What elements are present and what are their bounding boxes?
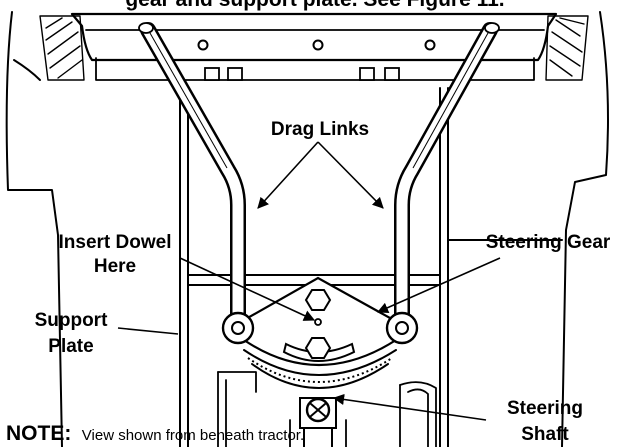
ball-joint-left	[221, 311, 255, 345]
label-steering-gear: Steering Gear	[486, 232, 611, 253]
steering-gear	[228, 276, 410, 389]
steering-shaft-pinion	[299, 397, 337, 447]
label-steering-shaft: Steering	[507, 398, 583, 419]
note-text: View shown from beneath tractor.	[82, 427, 304, 444]
caption-fragment: gear and support plate. See Figure 11.	[125, 0, 504, 11]
label-drag-links: Drag Links	[271, 119, 369, 140]
label-insert-dowel-here: Here	[94, 256, 136, 277]
note-prefix: NOTE:	[6, 422, 71, 445]
label-insert-dowel: Insert Dowel	[59, 232, 172, 253]
lower-housing	[217, 371, 437, 447]
arrow-steering-gear	[376, 257, 501, 314]
label-steering-shaft-2: Shaft	[521, 424, 569, 445]
label-support-plate: Support	[35, 310, 108, 331]
callout-arrows	[117, 141, 501, 421]
note-line: NOTE: View shown from beneath tractor.	[6, 422, 304, 445]
drag-link-left	[138, 22, 246, 330]
arrow-drag-link-right	[317, 141, 384, 209]
drag-link-right	[394, 22, 500, 330]
front-axle-bracket	[39, 12, 589, 81]
label-support-plate-2: Plate	[48, 336, 93, 357]
arrow-support-plate	[117, 327, 179, 335]
arrow-steering-shaft	[332, 393, 487, 421]
ball-joint-right	[385, 311, 419, 345]
arrow-insert-dowel	[179, 257, 316, 321]
arrow-drag-link-left	[257, 141, 319, 209]
